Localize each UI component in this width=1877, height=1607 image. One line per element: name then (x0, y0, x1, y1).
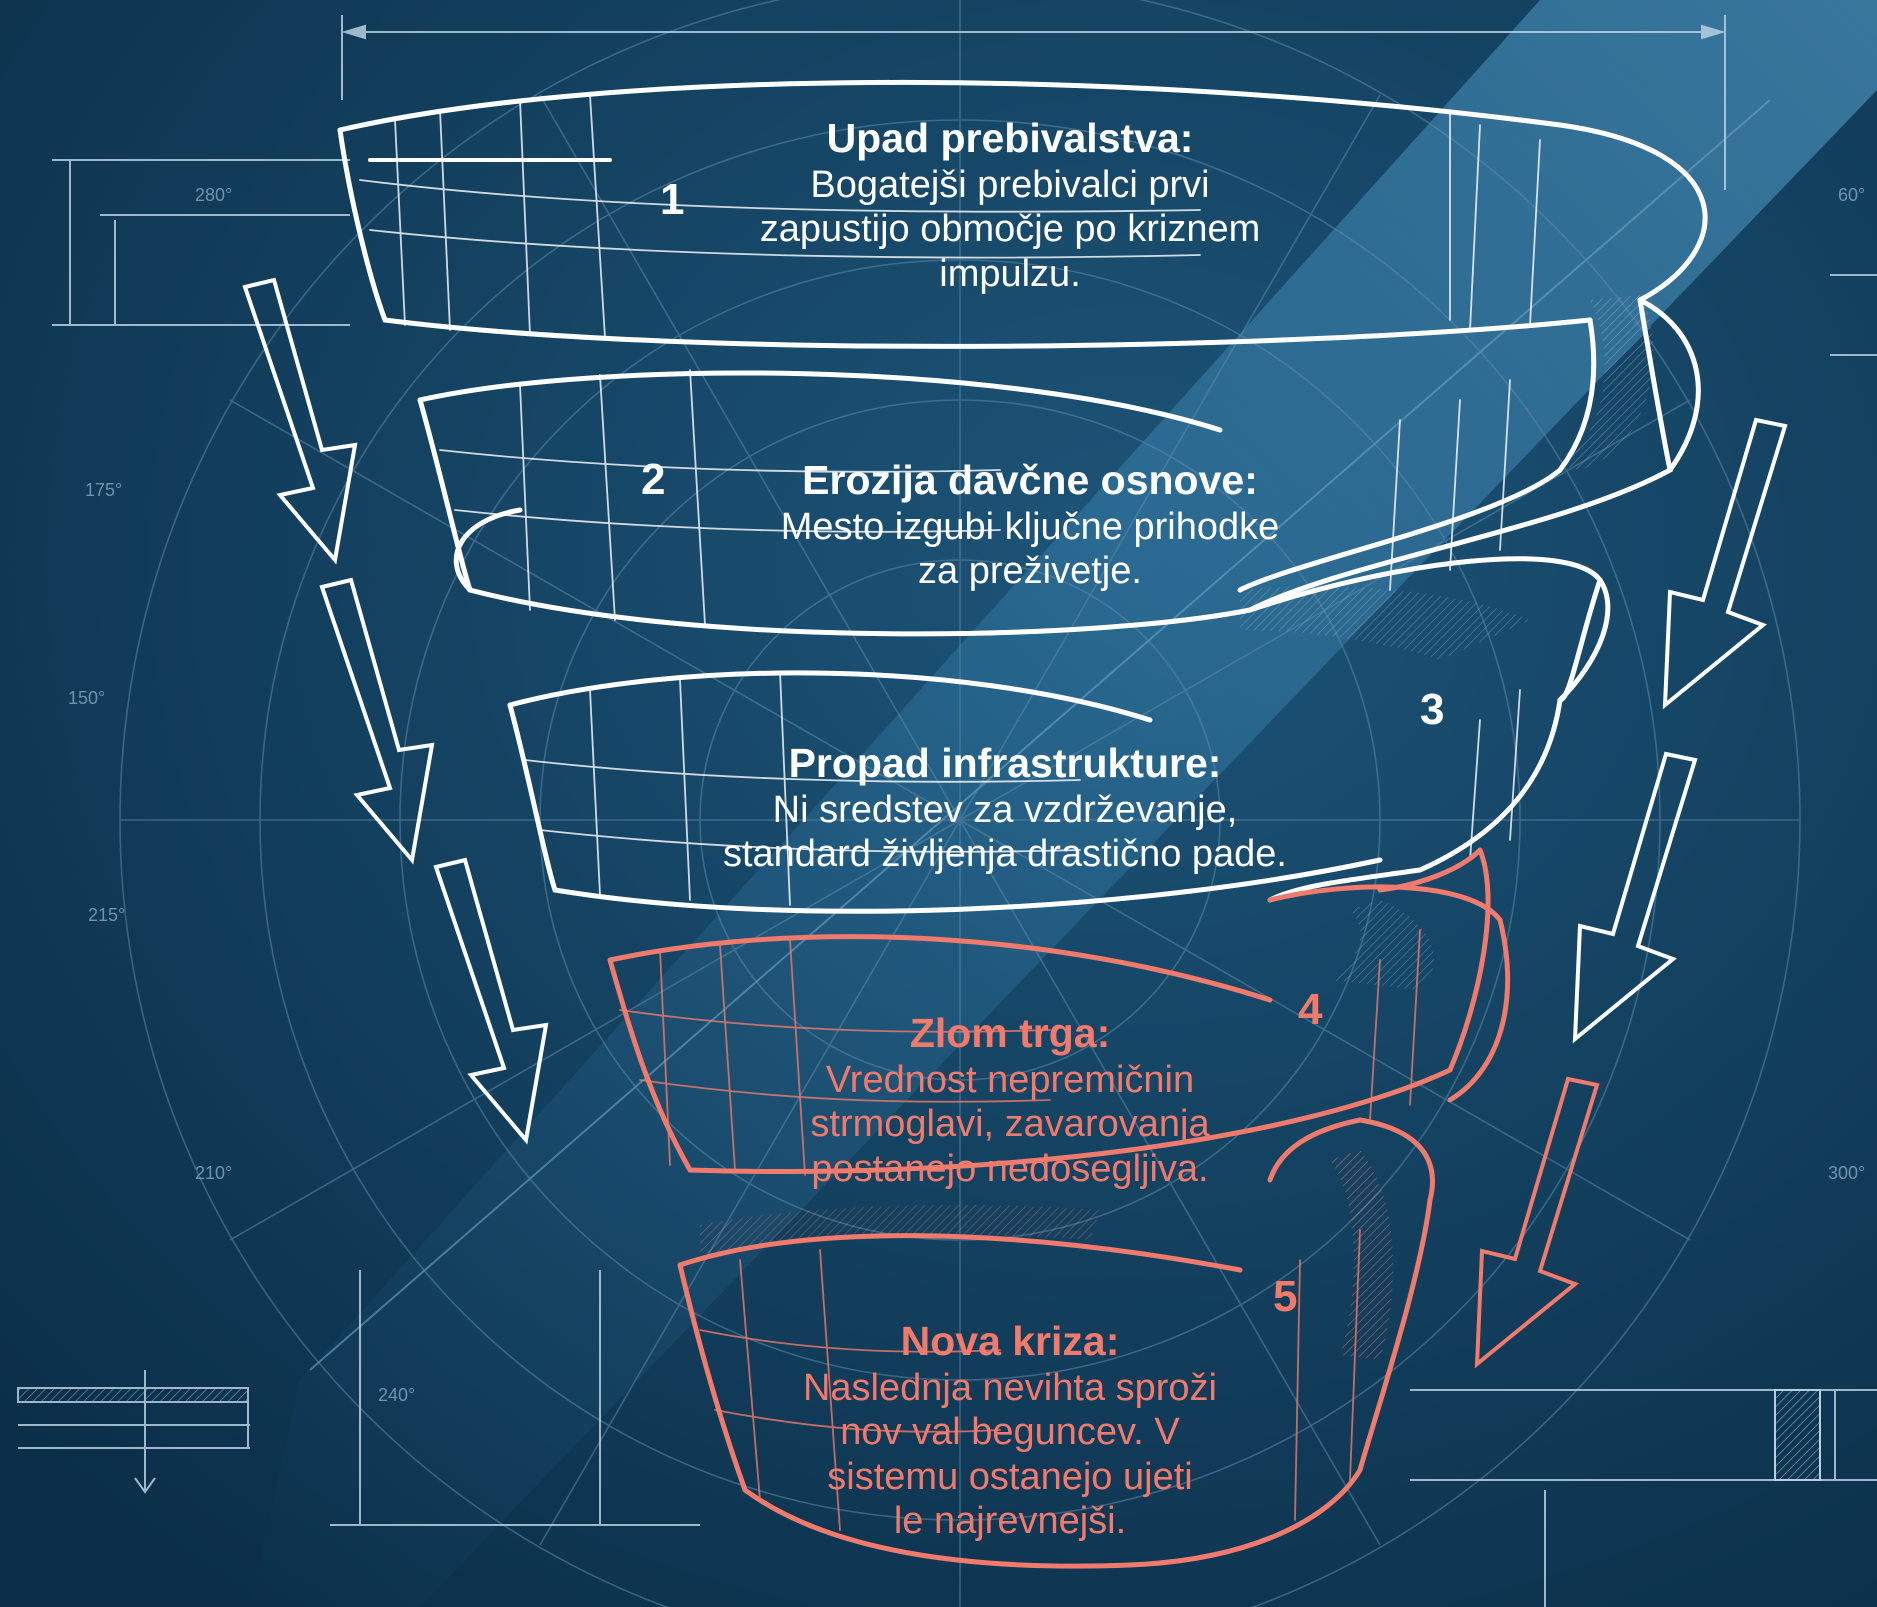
arrow-left-3 (433, 857, 549, 1145)
stage-3-desc-line: standard življenja drastično pade. (722, 833, 1287, 876)
arrow-left-1 (242, 277, 358, 565)
ribbon-level-2 (417, 297, 1673, 703)
stage-5-desc-line: nov val beguncev. V (840, 1411, 1180, 1454)
stage-1-desc-line: zapustijo območje po kriznem (759, 208, 1261, 251)
angle-label: 210° (195, 1163, 233, 1183)
stage-5-desc-line: le najrevnejši. (893, 1500, 1127, 1543)
ribbon-level-5-grid (699, 1229, 1361, 1531)
stage-3-title: Propad infrastrukture: (788, 740, 1222, 786)
ribbon-level-5 (677, 1117, 1435, 1569)
arrow-right-red (1474, 1076, 1600, 1369)
ribbon-level-3-grid (524, 671, 1521, 906)
angle-label: 175° (85, 480, 123, 500)
ribbon-level-3 (507, 577, 1603, 914)
angle-label: 60° (1838, 185, 1866, 205)
stage-5-desc-line: sistemu ostanejo ujeti (827, 1455, 1193, 1498)
stage-3-desc-line: Ni sredstev za vzdrževanje, (772, 788, 1238, 831)
ribbon-level-4-grid (619, 929, 1421, 1176)
stage-4-desc-line: postanejo nedosegljiva. (811, 1147, 1209, 1190)
stage-number-3: 3 (1420, 685, 1445, 734)
stage-2-desc-line: Mesto izgubi ključne prihodke (780, 505, 1280, 548)
spiral-ribbon (337, 79, 1708, 1569)
stage-number-5: 5 (1273, 1272, 1298, 1321)
angle-label: 280° (195, 185, 233, 205)
hatched-block (1774, 1389, 1821, 1481)
stage-1-desc-line: impulzu. (939, 252, 1081, 295)
angle-label: 215° (88, 905, 126, 925)
polar-grid (119, 0, 1801, 1607)
stage-5-desc-line: Naslednja nevihta sproži (802, 1366, 1217, 1409)
arrow-right-1 (1662, 417, 1788, 710)
stage-1-title: Upad prebivalstva: (826, 115, 1194, 161)
stage-4-desc-line: strmoglavi, zavarovanja (810, 1103, 1210, 1146)
stage-5-title: Nova kriza: (900, 1318, 1120, 1364)
stage-3-text: Propad infrastrukture: Ni sredstev za vz… (660, 740, 1350, 877)
stage-number-4: 4 (1298, 985, 1323, 1034)
stage-number-1: 1 (660, 175, 685, 224)
mechanical-detail (17, 1370, 250, 1494)
arrow-right-2 (1572, 751, 1698, 1044)
stage-1-desc-line: Bogatejši prebivalci prvi (810, 163, 1210, 206)
beam-edge-line (309, 99, 1771, 1371)
light-beam (250, 0, 1877, 1607)
stage-4-title: Zlom trga: (909, 1010, 1111, 1056)
stage-2-text: Erozija davčne osnove: Mesto izgubi klju… (690, 457, 1370, 594)
angle-label: 240° (378, 1385, 416, 1405)
stage-1-text: Upad prebivalstva: Bogatejši prebivalci … (690, 115, 1330, 296)
stage-5-text: Nova kriza: Naslednja nevihta sproži nov… (760, 1318, 1260, 1544)
stage-number-2: 2 (641, 455, 666, 504)
arrow-left-2 (319, 577, 435, 865)
ribbon-level-2-grid (439, 369, 1511, 626)
angle-label: 150° (68, 688, 106, 708)
stage-2-desc-line: za preživetje. (918, 550, 1142, 593)
stage-2-title: Erozija davčne osnove: (802, 457, 1258, 503)
ribbon-level-1 (337, 79, 1708, 473)
flow-arrows-white (242, 277, 1788, 1145)
angle-label: 300° (1828, 1163, 1866, 1183)
stage-4-text: Zlom trga: Vrednost nepremičnin strmogla… (745, 1010, 1275, 1191)
ribbon-level-1-grid (359, 94, 1541, 339)
ribbon-level-4 (607, 847, 1511, 1175)
stage-4-desc-line: Vrednost nepremičnin (825, 1058, 1195, 1101)
